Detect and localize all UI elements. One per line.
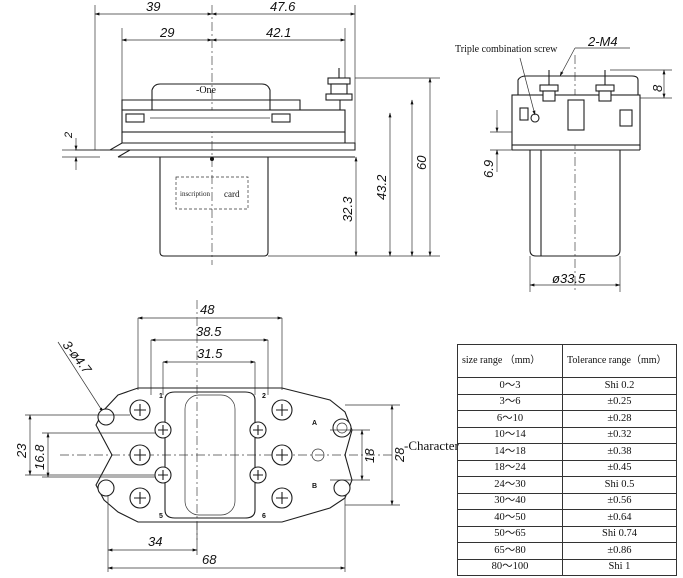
dim-28: 28 xyxy=(392,447,407,463)
table-row: 30～40±0.56 xyxy=(457,492,677,510)
dim-2-m4: 2-M4 xyxy=(587,34,618,49)
tolerance-cell: ±0.45 xyxy=(562,459,677,477)
dim-48: 48 xyxy=(200,302,215,317)
tolerance-cell: ±0.64 xyxy=(562,509,677,527)
table-row: 40～50±0.64 xyxy=(457,509,677,527)
header-tolerance-range: Tolerance range（mm） xyxy=(562,344,677,378)
tolerance-cell: Shi 0.5 xyxy=(562,476,677,494)
dim-23: 23 xyxy=(14,443,29,459)
size-range-cell: 50～65 xyxy=(457,525,563,543)
size-range-cell: 6～10 xyxy=(457,410,563,428)
header-size-range: size range （mm） xyxy=(457,344,563,378)
label-inscription: inscription xyxy=(180,190,210,198)
size-range-cell: 24～30 xyxy=(457,476,563,494)
tolerance-table-header: size range （mm） Tolerance range（mm） xyxy=(457,344,677,378)
size-range-cell: 40～50 xyxy=(457,509,563,527)
dim-6-9: 6.9 xyxy=(481,160,496,178)
tolerance-cell: ±0.56 xyxy=(562,492,677,510)
dim-18: 18 xyxy=(362,448,377,463)
dim-43-2: 43.2 xyxy=(374,174,389,200)
dim-42-1: 42.1 xyxy=(266,25,291,40)
dim-60: 60 xyxy=(414,155,429,170)
dim-dia-33-5: ø33.5 xyxy=(552,271,586,286)
label-card: card xyxy=(224,189,240,199)
size-range-cell: 80～100 xyxy=(457,558,563,576)
size-range-cell: 0～3 xyxy=(457,377,563,395)
table-row: 6～10±0.28 xyxy=(457,410,677,428)
table-row: 65～80±0.86 xyxy=(457,542,677,560)
tolerance-cell: ±0.25 xyxy=(562,393,677,411)
tolerance-cell: ±0.38 xyxy=(562,443,677,461)
label-one: -One xyxy=(196,85,217,96)
tolerance-cell: ±0.28 xyxy=(562,410,677,428)
table-row: 18～24±0.45 xyxy=(457,459,677,477)
table-row: 3～6±0.25 xyxy=(457,393,677,411)
dim-38-5: 38.5 xyxy=(196,324,222,339)
size-range-cell: 10～14 xyxy=(457,426,563,444)
dim-8: 8 xyxy=(650,84,665,92)
dim-39: 39 xyxy=(146,0,160,14)
size-range-cell: 18～24 xyxy=(457,459,563,477)
pin-1-label: 1 xyxy=(159,393,163,400)
dim-34: 34 xyxy=(148,534,162,549)
pin-2-label: 2 xyxy=(262,393,266,400)
pin-5-label: 5 xyxy=(159,513,163,520)
dim-31-5: 31.5 xyxy=(197,346,223,361)
size-range-cell: 30～40 xyxy=(457,492,563,510)
dim-16-8: 16.8 xyxy=(32,444,47,470)
label-character: -Character xyxy=(404,438,460,453)
pin-a-label: A xyxy=(312,420,317,427)
tolerance-cell: Shi 1 xyxy=(562,558,677,576)
dim-32-3: 32.3 xyxy=(340,196,355,222)
dim-29: 29 xyxy=(159,25,174,40)
pin-b-label: B xyxy=(312,483,317,490)
size-range-cell: 14～18 xyxy=(457,443,563,461)
bottom-view: 48 38.5 31.5 3-ø4.7 xyxy=(14,300,460,572)
size-range-cell: 3～6 xyxy=(457,393,563,411)
terminal-screws xyxy=(129,399,325,509)
dim-47-6: 47.6 xyxy=(270,0,296,14)
tolerance-cell: Shi 0.74 xyxy=(562,525,677,543)
pin-6-label: 6 xyxy=(262,513,266,520)
tolerance-cell: ±0.86 xyxy=(562,542,677,560)
tolerance-cell: ±0.32 xyxy=(562,426,677,444)
front-view: 39 47.6 29 42.1 inscription card xyxy=(62,0,440,265)
dim-68: 68 xyxy=(202,552,217,567)
table-row: 10～14±0.32 xyxy=(457,426,677,444)
tolerance-cell: Shi 0.2 xyxy=(562,377,677,395)
dim-2: 2 xyxy=(63,132,75,139)
side-view: Triple combination screw 2-M4 8 6.9 ø33.… xyxy=(455,34,672,292)
table-row: 14～18±0.38 xyxy=(457,443,677,461)
dim-holes: 3-ø4.7 xyxy=(60,338,95,377)
size-range-cell: 65～80 xyxy=(457,542,563,560)
label-screw: Triple combination screw xyxy=(455,44,558,55)
